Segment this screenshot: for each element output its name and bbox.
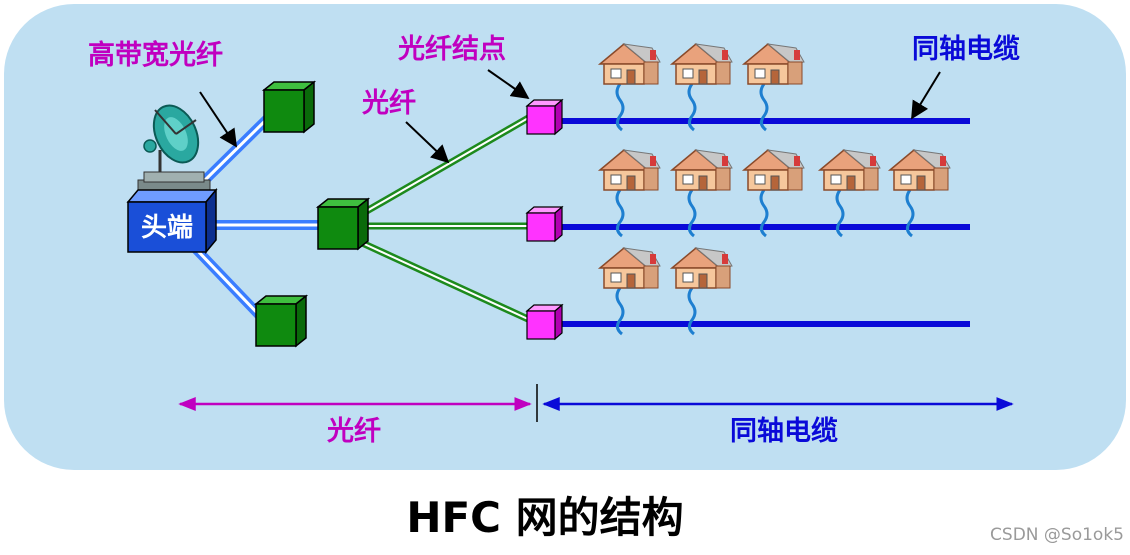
fiber-node-1 <box>526 99 563 135</box>
fiber-node-3 <box>526 304 563 340</box>
hub-cube-center <box>317 198 369 250</box>
fiber-links <box>358 113 532 324</box>
watermark: CSDN @So1ok5 <box>990 525 1124 545</box>
hub-cube-top <box>263 81 315 133</box>
fiber-node-2 <box>526 206 563 242</box>
high-bandwidth-fiber-links <box>191 114 320 322</box>
segment-label-coax: 同轴电缆 <box>730 416 838 447</box>
label-coax-cable: 同轴电缆 <box>912 34 1020 65</box>
label-high-bandwidth-fiber: 高带宽光纤 <box>88 39 223 71</box>
pointer-arrows <box>199 69 941 164</box>
label-fiber-node: 光纤结点 <box>397 34 506 65</box>
headend-box: 头端 <box>126 187 218 255</box>
label-fiber: 光纤 <box>361 88 416 119</box>
hub-cube-bottom <box>255 295 307 347</box>
diagram-title: HFC 网的结构 <box>406 493 683 542</box>
segment-coax-span: 同轴电缆 <box>542 397 1014 447</box>
headend-label: 头端 <box>141 213 193 243</box>
coax-lines <box>560 118 970 327</box>
segment-label-fiber: 光纤 <box>326 416 381 447</box>
segment-fiber-span: 光纤 <box>178 397 532 447</box>
